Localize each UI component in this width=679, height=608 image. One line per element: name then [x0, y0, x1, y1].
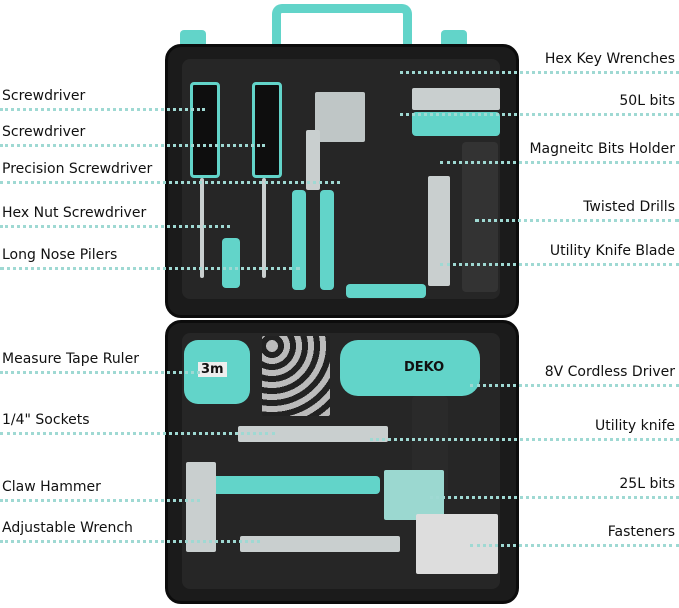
leader-left-9: [0, 540, 260, 543]
bits-holder: [412, 112, 500, 136]
leader-left-8: [0, 499, 200, 502]
label-long-nose-pliers: Long Nose Pilers: [2, 247, 118, 263]
screwdriver-1: [190, 82, 220, 178]
label-screwdriver-2: Screwdriver: [2, 124, 86, 140]
leader-right-4: [475, 219, 679, 222]
adjustable-wrench: [240, 536, 400, 552]
driver-brand: DEKO: [404, 360, 445, 375]
leader-left-3: [0, 181, 340, 184]
precision-screwdrivers: [346, 284, 426, 298]
screwdriver-1-shaft: [200, 178, 204, 278]
bits-25l: [384, 470, 444, 520]
label-25l-bits: 25L bits: [619, 476, 675, 492]
label-adjustable-wrench: Adjustable Wrench: [2, 520, 133, 536]
label-sockets: 1/4" Sockets: [2, 412, 90, 428]
label-precision-screwdriver: Precision Screwdriver: [2, 161, 153, 177]
label-50l-bits: 50L bits: [619, 93, 675, 109]
sockets: [262, 336, 330, 416]
label-claw-hammer: Claw Hammer: [2, 479, 101, 495]
label-knife-blade: Utility Knife Blade: [549, 243, 675, 259]
cordless-driver: DEKO: [340, 340, 480, 396]
hex-key-wrenches: [315, 92, 365, 142]
long-nose-pliers-2: [320, 190, 334, 290]
hex-nut-screwdriver: [222, 238, 240, 288]
leader-left-2: [0, 144, 265, 147]
leader-right-9: [470, 544, 679, 547]
label-utility-knife: Utility knife: [594, 418, 675, 434]
bits-50l: [412, 88, 500, 110]
utility-knife: [238, 426, 388, 442]
label-bits-holder: Magneitc Bits Holder: [529, 141, 675, 157]
leader-right-1: [400, 71, 679, 74]
leader-left-1: [0, 108, 205, 111]
claw-hammer-head: [186, 462, 216, 552]
leader-right-2: [400, 113, 679, 116]
label-hex-key-wrenches: Hex Key Wrenches: [544, 51, 675, 67]
label-cordless-driver: 8V Cordless Driver: [544, 364, 675, 380]
label-fasteners: Fasteners: [607, 524, 675, 540]
leader-left-5: [0, 267, 300, 270]
leader-left-4: [0, 225, 230, 228]
twisted-drills: [462, 142, 498, 292]
long-nose-pliers: [292, 190, 306, 290]
screwdriver-2-shaft: [262, 178, 266, 278]
label-twisted-drills: Twisted Drills: [583, 199, 675, 215]
leader-right-6: [470, 384, 679, 387]
pliers-nose: [306, 130, 320, 190]
label-hex-nut-screwdriver: Hex Nut Screwdriver: [2, 205, 147, 221]
tape-label: 3m: [198, 362, 227, 377]
toolbox-handle: [272, 4, 412, 44]
leader-right-7: [370, 438, 679, 441]
claw-hammer-handle: [210, 476, 380, 494]
utility-knife-blade: [428, 176, 450, 286]
leader-right-3: [440, 161, 679, 164]
leader-left-7: [0, 432, 275, 435]
leader-right-5: [440, 263, 679, 266]
label-screwdriver-1: Screwdriver: [2, 88, 86, 104]
label-measure-tape: Measure Tape Ruler: [2, 351, 139, 367]
screwdriver-2: [252, 82, 282, 178]
leader-left-6: [0, 371, 200, 374]
leader-right-8: [430, 496, 679, 499]
